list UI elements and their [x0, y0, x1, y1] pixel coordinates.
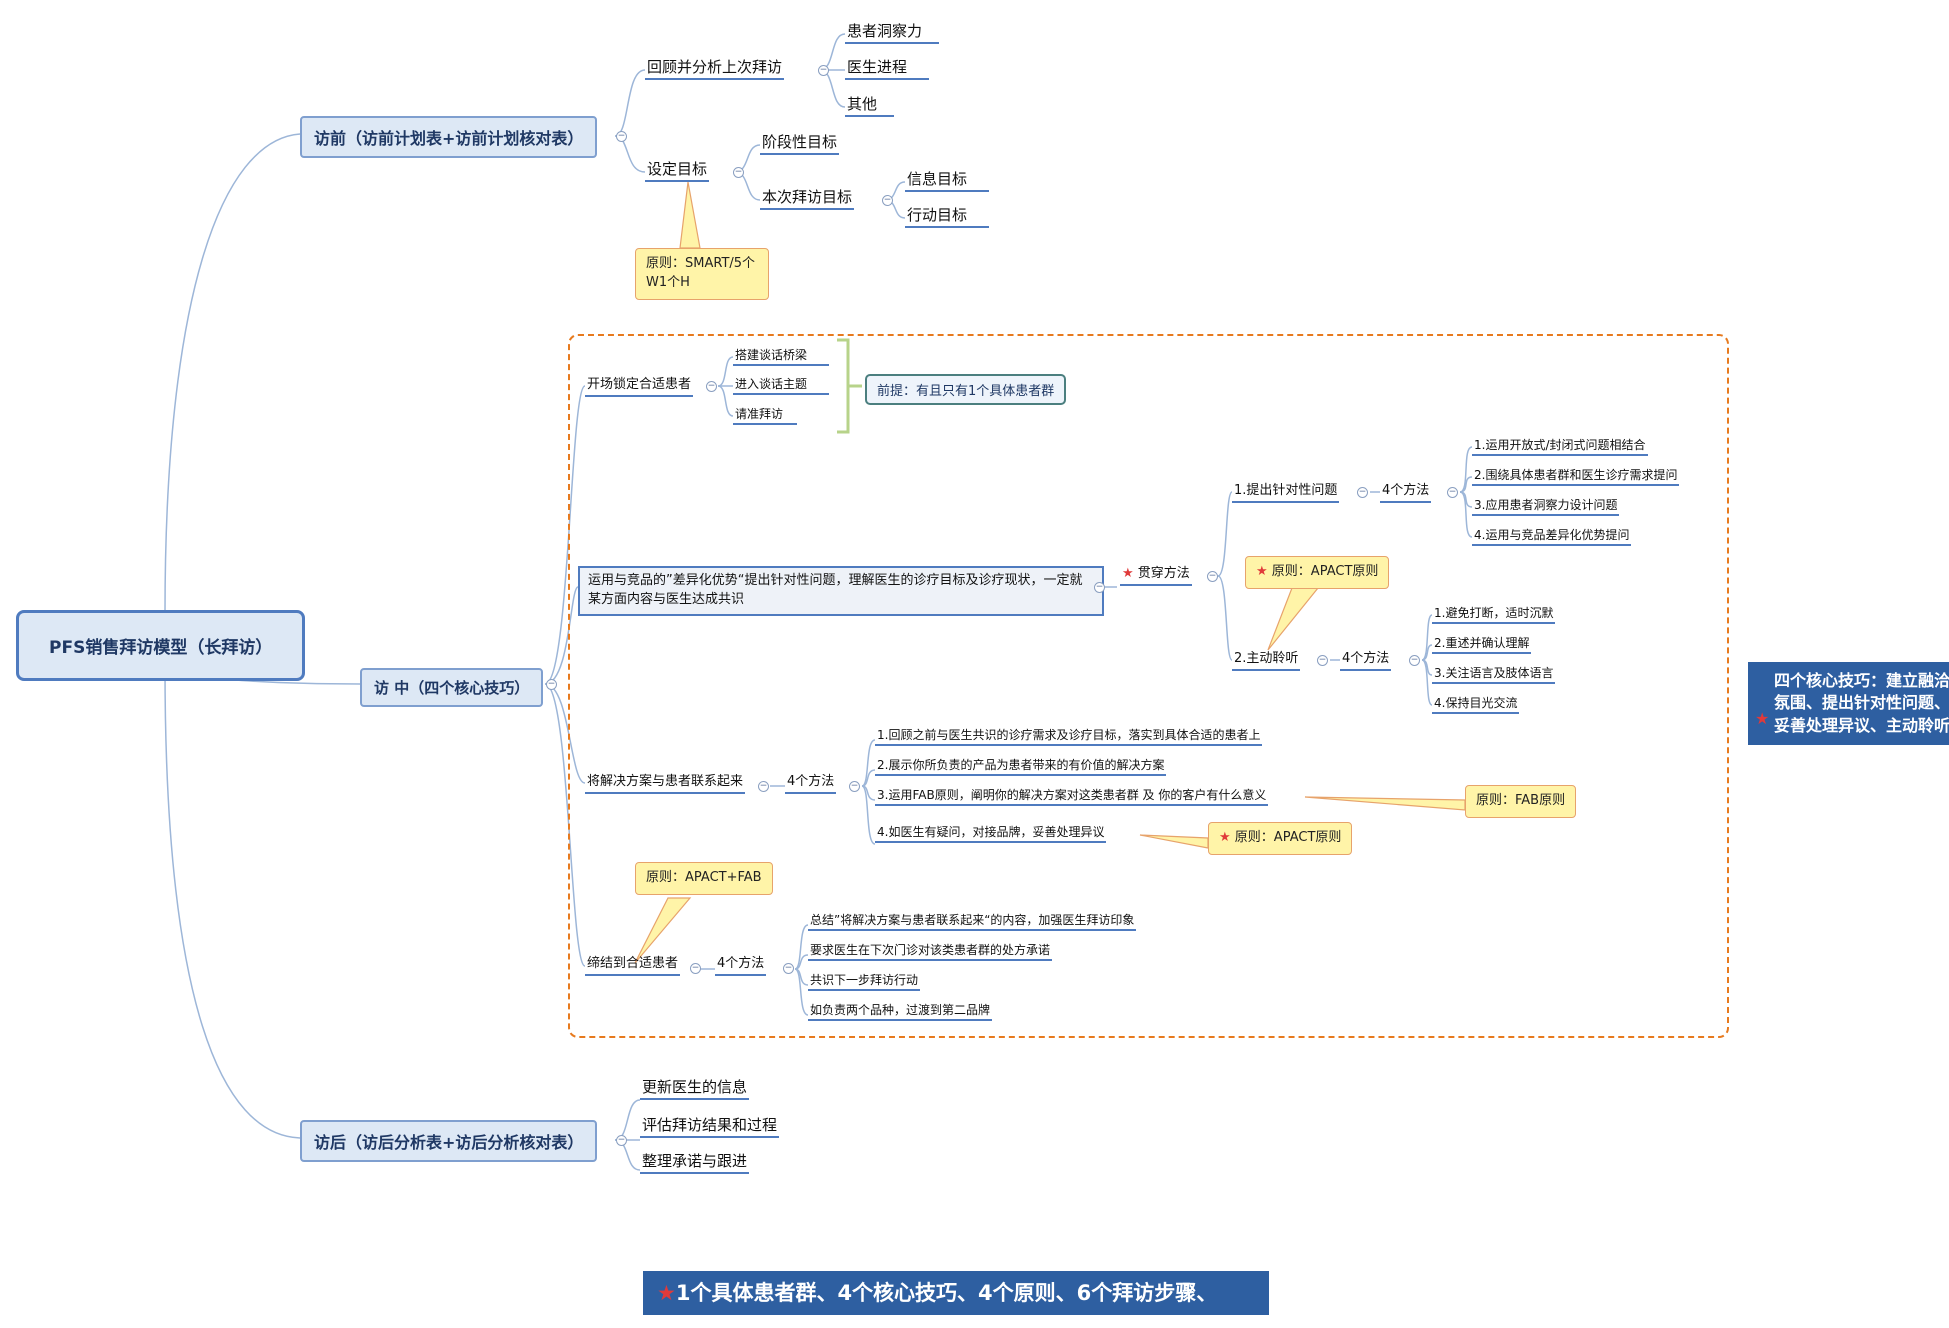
- questioning-item[interactable]: 2.围绕具体患者群和医生诊疗需求提问: [1472, 468, 1680, 487]
- star-icon: ★: [1755, 709, 1770, 728]
- questioning-item[interactable]: 1.运用开放式/封闭式问题相结合: [1472, 438, 1648, 457]
- listening-item[interactable]: 1.避免打断，适时沉默: [1432, 606, 1556, 625]
- visit-goal-node[interactable]: 本次拜访目标: [760, 188, 855, 210]
- pre-visit-node[interactable]: 访前（访前计划表+访前计划核对表）: [300, 116, 598, 158]
- premise-box: 前提：有且只有1个具体患者群: [865, 374, 1067, 405]
- star-icon: ★: [1219, 830, 1231, 845]
- apact-fab-callout: 原则：APACT+FAB: [635, 862, 773, 895]
- review-item[interactable]: 医生进程: [845, 58, 929, 80]
- review-item[interactable]: 患者洞察力: [845, 22, 939, 44]
- questioning-item[interactable]: 4.运用与竞品差异化优势提问: [1472, 528, 1632, 547]
- solution-methods[interactable]: 4个方法: [785, 774, 837, 794]
- apact-principle-label: 原则：APACT原则: [1271, 564, 1379, 579]
- collapse-toggle[interactable]: −: [1207, 571, 1218, 582]
- collapse-toggle[interactable]: −: [1094, 582, 1105, 593]
- collapse-toggle[interactable]: −: [783, 963, 794, 974]
- review-node[interactable]: 回顾并分析上次拜访: [645, 58, 785, 80]
- apact-principle-callout-2: ★ 原则：APACT原则: [1208, 822, 1353, 855]
- fab-principle-callout: 原则：FAB原则: [1465, 785, 1577, 818]
- closing-item[interactable]: 要求医生在下次门诊对该类患者群的处方承诺: [808, 943, 1053, 962]
- in-visit-node[interactable]: 访 中（四个核心技巧）: [360, 668, 544, 707]
- collapse-toggle[interactable]: −: [690, 963, 701, 974]
- post-visit-node[interactable]: 访后（访后分析表+访后分析核对表）: [300, 1120, 598, 1162]
- differentiation-node[interactable]: 运用与竞品的”差异化优势“提出针对性问题，理解医生的诊疗目标及诊疗现状，一定就某…: [578, 566, 1104, 616]
- closing-item[interactable]: 共识下一步拜访行动: [808, 973, 921, 992]
- post-visit-item[interactable]: 评估拜访结果和过程: [640, 1116, 780, 1138]
- goals-node[interactable]: 设定目标: [645, 160, 710, 182]
- apact-principle-label-2: 原则：APACT原则: [1234, 830, 1342, 845]
- side-note-box: ★ 四个核心技巧：建立融洽氛围、提出针对性问题、妥善处理异议、主动聆听: [1748, 662, 1949, 746]
- collapse-toggle[interactable]: −: [1317, 655, 1328, 666]
- collapse-toggle[interactable]: −: [706, 381, 717, 392]
- closing-item[interactable]: 如负责两个品种，过渡到第二品牌: [808, 1003, 993, 1022]
- collapse-toggle[interactable]: −: [616, 131, 627, 142]
- opening-item[interactable]: 搭建谈话桥梁: [733, 348, 829, 367]
- collapse-toggle[interactable]: −: [733, 167, 744, 178]
- solution-item[interactable]: 3.运用FAB原则，阐明你的解决方案对这类患者群 及 你的客户有什么意义: [875, 788, 1269, 807]
- collapse-toggle[interactable]: −: [849, 781, 860, 792]
- bottom-banner: ★1个具体患者群、4个核心技巧、4个原则、6个拜访步骤、: [643, 1271, 1269, 1315]
- questioning-methods[interactable]: 4个方法: [1380, 483, 1432, 503]
- through-method-label: 贯穿方法: [1137, 566, 1190, 581]
- bottom-banner-text: 1个具体患者群、4个核心技巧、4个原则、6个拜访步骤、: [675, 1281, 1218, 1305]
- collapse-toggle[interactable]: −: [1447, 487, 1458, 498]
- collapse-toggle[interactable]: −: [882, 195, 893, 206]
- collapse-toggle[interactable]: −: [818, 65, 829, 76]
- closing-node[interactable]: 缔结到合适患者: [585, 956, 681, 976]
- phase-goal-node[interactable]: 阶段性目标: [760, 133, 840, 155]
- smart-principle-callout: 原则：SMART/5个W1个H: [635, 248, 769, 300]
- listening-item[interactable]: 2.重述并确认理解: [1432, 636, 1532, 655]
- opening-node[interactable]: 开场锁定合适患者: [585, 377, 694, 397]
- solution-item[interactable]: 2.展示你所负责的产品为患者带来的有价值的解决方案: [875, 758, 1167, 777]
- in-visit-dashed-frame: [568, 334, 1729, 1038]
- closing-methods[interactable]: 4个方法: [715, 956, 767, 976]
- solution-item[interactable]: 1.回顾之前与医生共识的诊疗需求及诊疗目标，落实到具体合适的患者上: [875, 728, 1263, 747]
- star-icon: ★: [657, 1281, 676, 1305]
- listening-node[interactable]: 2.主动聆听: [1232, 651, 1301, 671]
- closing-item[interactable]: 总结”将解决方案与患者联系起来“的内容，加强医生拜访印象: [808, 913, 1137, 932]
- review-item[interactable]: 其他: [845, 95, 894, 117]
- questioning-node[interactable]: 1.提出针对性问题: [1232, 483, 1340, 503]
- collapse-toggle[interactable]: −: [546, 679, 557, 690]
- side-note-text: 四个核心技巧：建立融洽氛围、提出针对性问题、妥善处理异议、主动聆听: [1774, 671, 1949, 735]
- star-icon: ★: [1122, 566, 1134, 581]
- star-icon: ★: [1256, 564, 1268, 579]
- through-method-node[interactable]: ★ 贯穿方法: [1120, 566, 1192, 586]
- visit-goal-item[interactable]: 信息目标: [905, 170, 989, 192]
- collapse-toggle[interactable]: −: [1409, 655, 1420, 666]
- listening-item[interactable]: 4.保持目光交流: [1432, 696, 1520, 715]
- root-node[interactable]: PFS销售拜访模型（长拜访）: [16, 610, 306, 681]
- collapse-toggle[interactable]: −: [758, 781, 769, 792]
- collapse-toggle[interactable]: −: [1357, 487, 1368, 498]
- listening-item[interactable]: 3.关注语言及肢体语言: [1432, 666, 1556, 685]
- visit-goal-item[interactable]: 行动目标: [905, 206, 989, 228]
- listening-methods[interactable]: 4个方法: [1340, 651, 1392, 671]
- solution-node[interactable]: 将解决方案与患者联系起来: [585, 774, 746, 794]
- solution-item[interactable]: 4.如医生有疑问，对接品牌，妥善处理异议: [875, 825, 1107, 844]
- questioning-item[interactable]: 3.应用患者洞察力设计问题: [1472, 498, 1620, 517]
- post-visit-item[interactable]: 整理承诺与跟进: [640, 1152, 750, 1174]
- opening-item[interactable]: 请准拜访: [733, 407, 797, 426]
- collapse-toggle[interactable]: −: [616, 1135, 627, 1146]
- apact-principle-callout: ★ 原则：APACT原则: [1245, 556, 1390, 589]
- post-visit-item[interactable]: 更新医生的信息: [640, 1078, 750, 1100]
- opening-item[interactable]: 进入谈话主题: [733, 377, 829, 396]
